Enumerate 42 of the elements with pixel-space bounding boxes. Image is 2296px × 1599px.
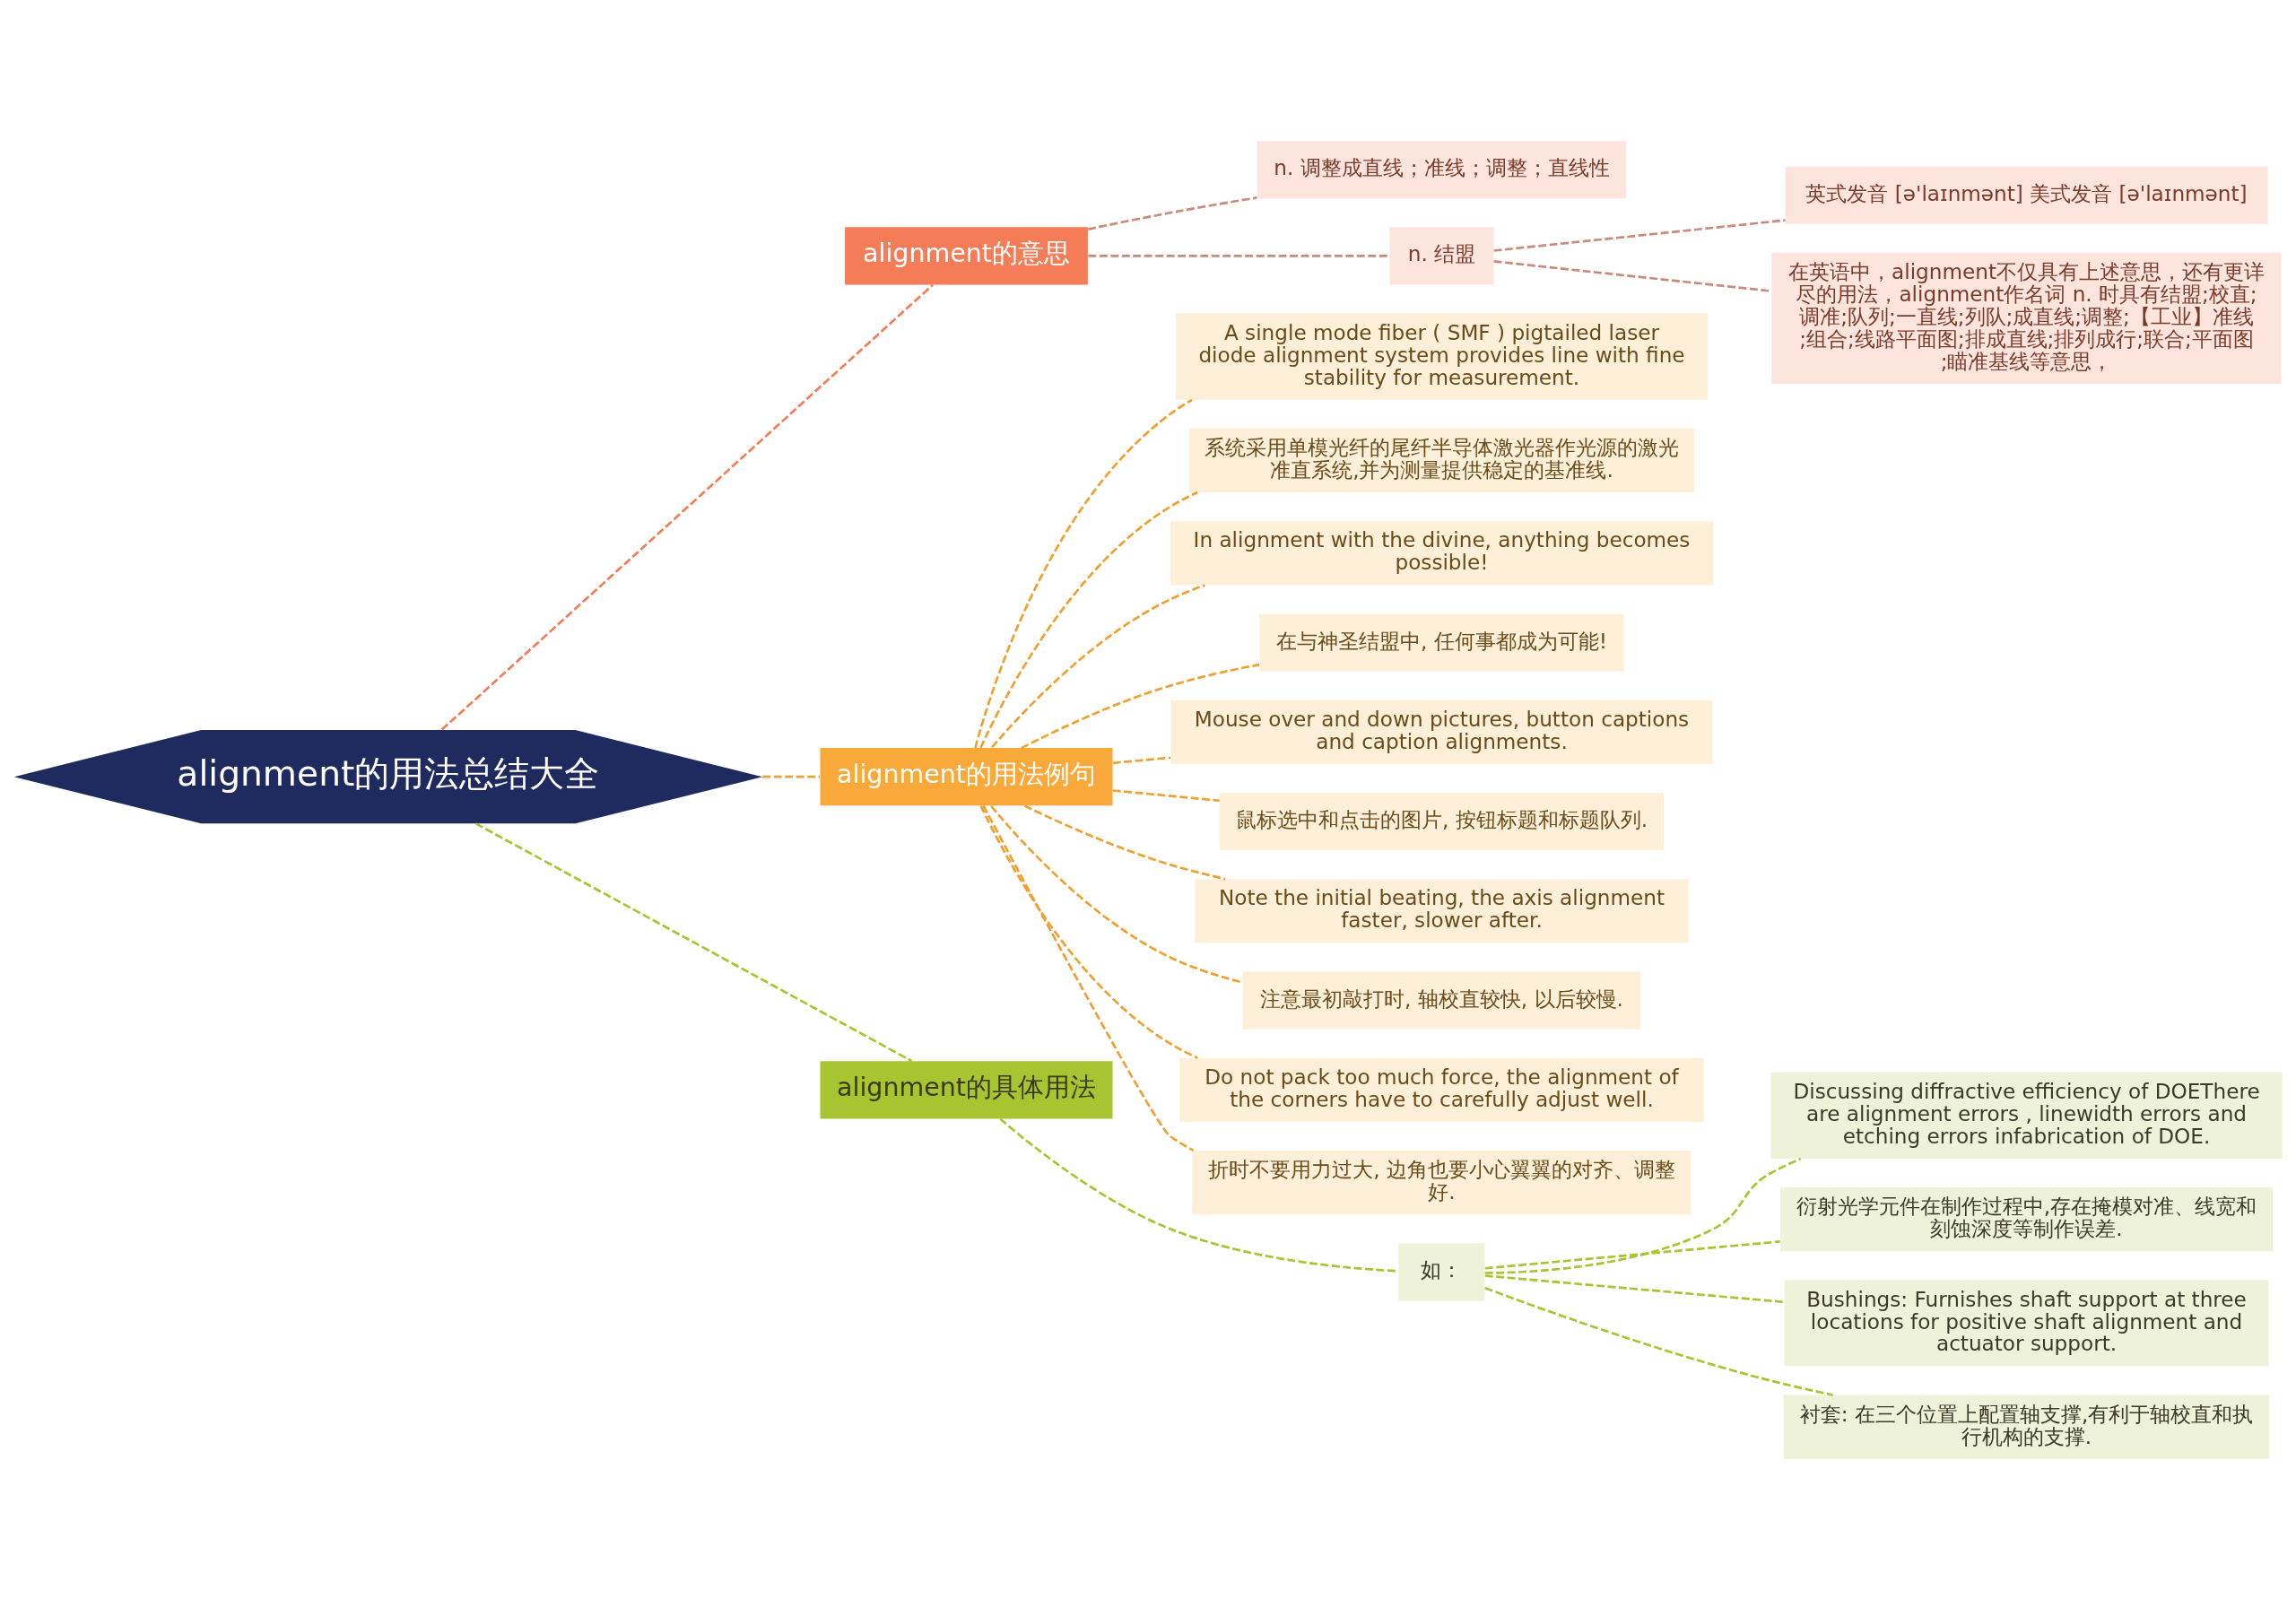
connector [1087,196,1257,230]
node-box: 衍射光学元件在制作过程中,存在掩模对准、线宽和刻蚀深度等制作误差. [1780,1186,2273,1251]
node-box: 英式发音 [ə'laɪnmənt] 美式发音 [ə'laɪnmənt] [1785,166,2268,224]
node-box: In alignment with the divine, anything becomes possible! [1170,520,1714,585]
node-box: n. 结盟 [1389,226,1494,284]
connector [1484,1157,1802,1274]
connector [1088,254,1390,257]
connector [979,491,1198,748]
connector [979,804,1198,1059]
connector [990,804,1243,984]
connector [1484,1286,1833,1396]
node-box: Mouse over and down pictures, button captions and caption alignments. [1170,700,1713,764]
node-box: 在与神圣结盟中, 任何事都成为可能! [1259,613,1624,672]
node-box: Do not pack too much force, the alignment of the corners have to carefully adjust well. [1179,1057,1704,1122]
connector [762,775,821,778]
node-box: Note the initial beating, the axis alignment faster, slower after. [1195,878,1689,943]
node-box: 鼠标选中和点击的图片, 按钮标题和标题队列. [1219,792,1665,850]
connector [1021,663,1260,749]
node-box: alignment的用法例句 [820,747,1113,805]
node-box: A single mode fiber ( SMF ) pigtailed laser diode alignment system provides line with fine stability for measurement. [1175,313,1709,400]
connector [1484,1239,1780,1270]
connector [475,821,913,1062]
connector [1023,804,1226,880]
node-box: 系统采用单模光纤的尾纤半导体激光器作光源的激光准直系统,并为测量提供稳定的基准线. [1189,428,1694,492]
connector [1112,788,1220,802]
connector [991,583,1205,748]
node-box: 衬套: 在三个位置上配置轴支撑,有利于轴校直和执行机构的支撑. [1783,1395,2270,1459]
connector [1493,218,1786,252]
node-box: 注意最初敲打时, 轴校直较快, 以后较慢. [1242,971,1641,1030]
connector [1112,755,1171,764]
connector [974,398,1193,748]
node-box: 在英语中，alignment不仅具有上述意思，还有更详尽的用法，alignment作名词 n. 时具有结盟;校直;调准;队列;一直线;列队;成直线;调整;【工业】准线;组合;线路平面图;排成直线;排列成行;联合;平面图;瞄准基线等意思， [1771,252,2282,384]
connector [440,283,934,731]
connector [1484,1273,1785,1303]
node-box: Bushings: Furnishes shaft support at three locations for positive shaft alignment and actuator support. [1784,1279,2269,1367]
node-box: n. 调整成直线；准线；调整；直线性 [1257,140,1627,198]
node-box: alignment的具体用法 [820,1060,1113,1118]
node-box: 折时不要用力过大, 边角也要小心翼翼的对齐、调整好. [1192,1150,1692,1214]
node-box: 如： [1398,1242,1485,1300]
node-box: alignment的意思 [845,226,1088,284]
connector [982,804,1195,1151]
node-box: Discussing diffractive efficiency of DOEThere are alignment errors , linewidth errors and etching errors infabrication of DOE. [1770,1072,2283,1159]
